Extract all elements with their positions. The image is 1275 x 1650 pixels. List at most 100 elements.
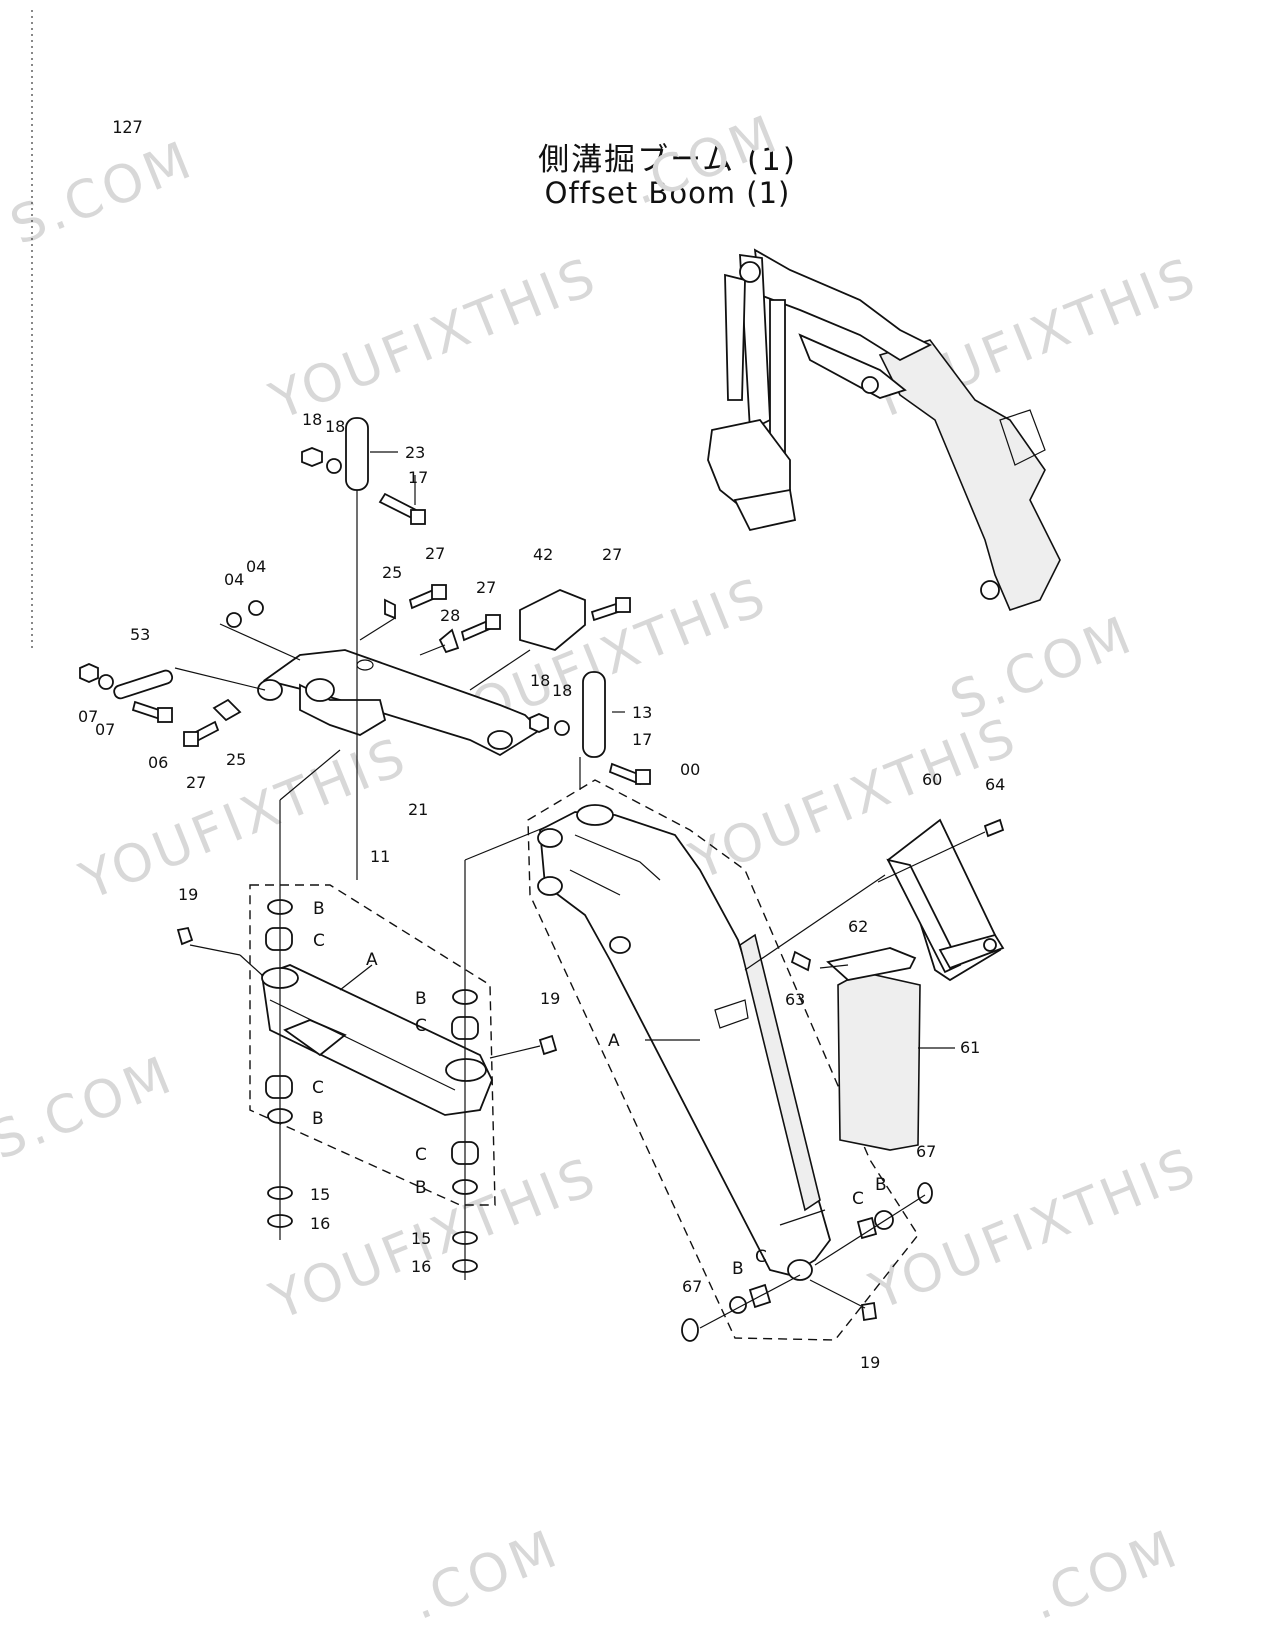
callout-B: B (312, 1109, 324, 1129)
bushing-b5 (874, 1210, 894, 1230)
watermark: YOUFIXTHIS (261, 1146, 606, 1332)
leader-lines-upper (174, 451, 625, 880)
watermark: .COM (622, 103, 788, 217)
callout-A: A (366, 950, 378, 970)
callout-15: 15 (310, 1185, 330, 1204)
plate-25 (384, 598, 396, 620)
callout-27: 27 (186, 773, 206, 792)
offset-boom-00 (527, 779, 933, 1342)
callout-27: 27 (602, 545, 622, 564)
callout-23: 23 (405, 443, 425, 462)
strip-62 (826, 947, 917, 981)
callout-B: B (732, 1259, 744, 1279)
watermark: .COM (1022, 1518, 1188, 1632)
washer-18 (326, 458, 342, 474)
plate-61 (837, 971, 921, 1151)
title-english: Offset Boom (1) (544, 176, 791, 210)
watermark: YOUFIXTHIS (261, 246, 606, 432)
callout-C: C (852, 1189, 864, 1209)
callout-18: 18 (302, 410, 322, 429)
nut-18 (301, 447, 323, 467)
page-number: 127 (112, 118, 143, 138)
watermark: .COM (402, 1518, 568, 1632)
pin-23 (345, 417, 369, 491)
callout-19: 19 (178, 885, 198, 904)
callout-67: 67 (916, 1142, 936, 1161)
callout-25: 25 (382, 563, 402, 582)
callout-63: 63 (785, 990, 805, 1009)
callout-16: 16 (411, 1257, 431, 1276)
callout-27: 27 (425, 544, 445, 563)
watermark: S.COM (0, 1045, 183, 1172)
callout-labels: 18 18 23 17 04 04 25 27 28 27 42 27 53 0… (78, 410, 1005, 1372)
callout-67: 67 (682, 1277, 702, 1296)
callout-C: C (312, 1078, 324, 1098)
callout-C: C (313, 931, 325, 951)
washer-04b (248, 600, 264, 616)
callout-25: 25 (226, 750, 246, 769)
callout-07: 07 (78, 707, 98, 726)
callout-27: 27 (476, 578, 496, 597)
washer-07b (98, 674, 114, 690)
washer-18d (554, 720, 570, 736)
grease-19b (538, 1034, 558, 1056)
callout-19: 19 (540, 989, 560, 1008)
callout-18: 18 (325, 417, 345, 436)
shim-67b (917, 1182, 933, 1204)
guard-assembly (744, 818, 1005, 1151)
callout-B: B (415, 989, 427, 1009)
callout-04: 04 (224, 570, 244, 589)
bushing-c3 (265, 1075, 293, 1099)
pin-53 (113, 669, 174, 700)
callout-B: B (313, 899, 325, 919)
callout-18: 18 (530, 671, 550, 690)
callout-42: 42 (533, 545, 553, 564)
watermark: YOUFIXTHIS (681, 706, 1026, 892)
washer-04a (226, 612, 242, 628)
bolt-64 (983, 818, 1005, 838)
clip-28 (438, 628, 460, 654)
shim-67a (681, 1318, 699, 1342)
title-japanese: 側溝掘ブーム (1) (538, 142, 797, 178)
callout-21: 21 (408, 800, 428, 819)
callout-16: 16 (310, 1214, 330, 1233)
callout-C: C (755, 1247, 767, 1267)
bushing-c1 (265, 927, 293, 951)
bushing-c5 (856, 1216, 878, 1240)
callout-13: 13 (632, 703, 652, 722)
callout-53: 53 (130, 625, 150, 644)
watermark: S.COM (942, 605, 1142, 732)
callout-07: 07 (95, 720, 115, 739)
callout-04: 04 (246, 557, 266, 576)
grease-19a (176, 926, 194, 946)
nut-07a (79, 663, 99, 683)
bolt-63 (790, 950, 812, 972)
grease-19c (860, 1301, 878, 1322)
callout-06: 06 (148, 753, 168, 772)
watermark: YOUFIXTHIS (861, 1136, 1206, 1322)
bushing-b6 (729, 1296, 747, 1314)
callout-11: 11 (370, 847, 390, 866)
callout-C: C (415, 1016, 427, 1036)
callout-17: 17 (632, 730, 652, 749)
pin-13 (582, 671, 606, 758)
upper-hardware (79, 417, 651, 786)
callout-61: 61 (960, 1038, 980, 1057)
callout-15: 15 (411, 1229, 431, 1248)
callout-60: 60 (922, 770, 942, 789)
callout-B: B (415, 1178, 427, 1198)
callout-C: C (415, 1145, 427, 1165)
bracket-42 (519, 589, 586, 651)
callout-B: B (875, 1175, 887, 1195)
callout-00: 00 (680, 760, 700, 779)
plate-25b (212, 698, 242, 722)
nut-18c (529, 713, 549, 733)
callout-28: 28 (440, 606, 460, 625)
excavator-overview-illustration (707, 248, 1061, 611)
callout-64: 64 (985, 775, 1005, 794)
callout-A: A (608, 1031, 620, 1051)
callout-62: 62 (848, 917, 868, 936)
callout-18: 18 (552, 681, 572, 700)
